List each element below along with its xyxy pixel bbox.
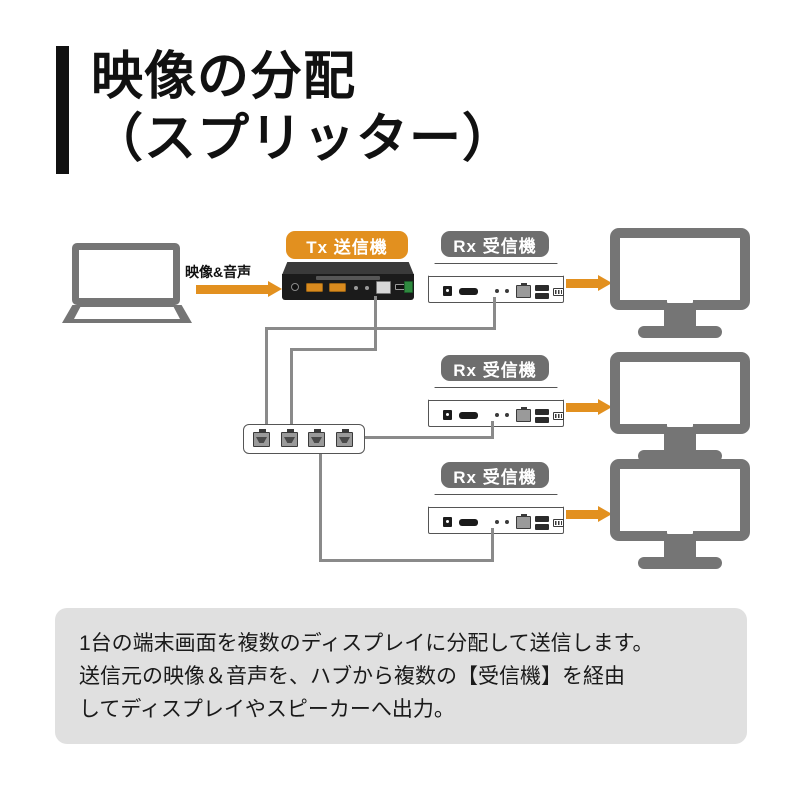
display-2 (610, 352, 750, 462)
laptop-icon (62, 243, 192, 323)
arrow-rx3-to-display3 (566, 506, 612, 522)
hdmi-out-port-icon (459, 412, 478, 419)
cable-hub-to-rx2-seg-right (345, 436, 493, 439)
display-indicator (667, 529, 693, 534)
title-line-1: 映像の分配 (91, 48, 357, 106)
network-hub (243, 424, 365, 454)
cable-rx1-seg-left (265, 327, 496, 330)
badge-transmitter: Tx 送信機 (286, 231, 408, 259)
rj45-port-icon (516, 514, 531, 529)
title-text: 映像の分配 （スプリッター） (91, 46, 515, 174)
laptop-screen (72, 243, 180, 305)
cable-rx1-seg-down (493, 297, 496, 329)
status-led-icon (495, 520, 499, 524)
laptop-keyboard (74, 307, 180, 319)
rj45-port-icon (516, 283, 531, 298)
terminal-block-icon (553, 519, 564, 527)
status-led-icon (495, 413, 499, 417)
title-line-2: （スプリッター） (91, 110, 516, 168)
display-stand-neck (664, 541, 696, 559)
arrow-laptop-to-tx (196, 281, 282, 297)
badge-receiver-2: Rx 受信機 (441, 355, 549, 381)
rj45-port-icon (376, 281, 391, 294)
caption-box: 1台の端末画面を複数のディスプレイに分配して送信します。 送信元の映像＆音声を、… (55, 608, 747, 744)
display-stand-neck (664, 434, 696, 452)
title-accent-bar (56, 46, 69, 174)
usb-port-icon (535, 516, 549, 522)
badge-receiver-1: Rx 受信機 (441, 231, 549, 257)
transmitter-brand-mark (316, 276, 380, 280)
cable-hub-to-rx2-seg-up (491, 421, 494, 439)
link-led-icon (505, 289, 509, 293)
cable-hub-to-rx3-seg-down (319, 450, 322, 562)
receiver-top (428, 263, 564, 277)
source-signal-label: 映像&音声 (185, 264, 252, 280)
receiver-device-3 (428, 494, 564, 534)
cable-tx-seg-down (374, 296, 377, 350)
dc-power-port-icon (443, 286, 452, 296)
transmitter-faceplate (282, 274, 414, 300)
cable-tx-seg-left (290, 348, 377, 351)
cable-hub-to-rx3-seg-right (319, 559, 494, 562)
terminal-block-icon (553, 412, 564, 420)
receiver-faceplate (428, 400, 564, 427)
cable-tx-seg-to-hub (290, 348, 293, 428)
link-led-icon (505, 520, 509, 524)
display-3 (610, 459, 750, 569)
hub-rj45-port-3 (308, 429, 325, 447)
hub-rj45-port-4 (336, 429, 353, 447)
display-1 (610, 228, 750, 338)
usb-port-icon (535, 285, 549, 291)
display-screen (610, 459, 750, 541)
page-title: 映像の分配 （スプリッター） (56, 46, 515, 174)
cable-rx1-seg-to-hub (265, 327, 268, 428)
display-indicator (667, 422, 693, 427)
display-stand-base (638, 326, 722, 338)
hdmi-out-port-icon (329, 283, 346, 292)
link-led-icon (365, 286, 369, 290)
receiver-top (428, 387, 564, 401)
transmitter-top (282, 262, 414, 275)
usb-port-icon (535, 409, 549, 415)
caption-line-2: 送信元の映像＆音声を、ハブから複数の【受信機】を経由 (79, 664, 625, 688)
usb-port-icon (535, 524, 549, 530)
display-stand-neck (664, 310, 696, 328)
usb-port-icon (535, 417, 549, 423)
display-screen (610, 352, 750, 434)
terminal-block-icon (404, 281, 413, 293)
transmitter-device (282, 262, 414, 300)
arrow-rx2-to-display2 (566, 399, 612, 415)
dc-power-port-icon (291, 283, 299, 291)
rj45-port-icon (516, 407, 531, 422)
receiver-device-2 (428, 387, 564, 427)
dc-power-port-icon (443, 410, 452, 420)
display-indicator (667, 298, 693, 303)
terminal-block-icon (553, 288, 564, 296)
usb-port-icon (535, 293, 549, 299)
hub-rj45-port-2 (281, 429, 298, 447)
receiver-top (428, 494, 564, 508)
arrow-rx1-to-display1 (566, 275, 612, 291)
badge-receiver-3: Rx 受信機 (441, 462, 549, 488)
status-led-icon (354, 286, 358, 290)
dc-power-port-icon (443, 517, 452, 527)
link-led-icon (505, 413, 509, 417)
receiver-device-1 (428, 263, 564, 303)
receiver-faceplate (428, 507, 564, 534)
hub-rj45-port-1 (253, 429, 270, 447)
receiver-faceplate (428, 276, 564, 303)
hdmi-out-port-icon (459, 288, 478, 295)
cable-hub-to-rx3-seg-up (491, 528, 494, 562)
hdmi-in-port-icon (306, 283, 323, 292)
display-screen (610, 228, 750, 310)
status-led-icon (495, 289, 499, 293)
caption-line-3: してディスプレイやスピーカーへ出力。 (79, 697, 455, 721)
display-stand-base (638, 557, 722, 569)
hdmi-out-port-icon (459, 519, 478, 526)
caption-line-1: 1台の端末画面を複数のディスプレイに分配して送信します。 (79, 631, 654, 655)
